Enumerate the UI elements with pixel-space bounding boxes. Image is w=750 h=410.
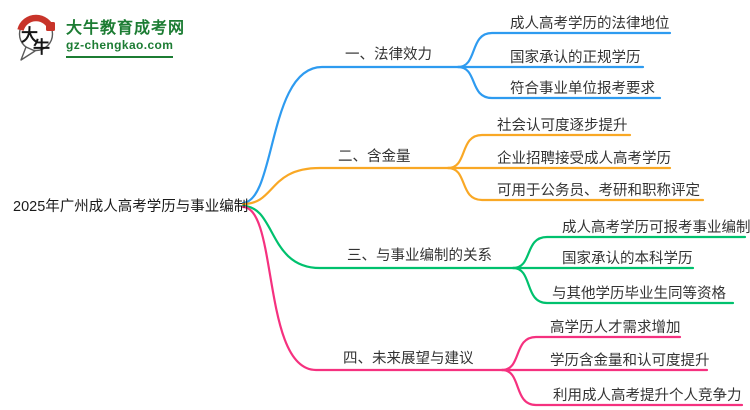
branch-1-label: 一、法律效力 bbox=[345, 46, 432, 63]
branch-4-leaf-1-label: 高学历人才需求增加 bbox=[550, 319, 681, 336]
site-domain: gz-chengkao.com bbox=[66, 38, 174, 58]
branch-2-lines bbox=[241, 133, 705, 206]
branch-2-leaf-1-curve bbox=[446, 133, 632, 170]
branch-3-lines bbox=[241, 204, 747, 305]
bull-char-niu: 牛 bbox=[33, 37, 50, 57]
root-topic-label: 2025年广州成人高考学历与事业编制 bbox=[13, 198, 248, 215]
branch-3-label: 三、与事业编制的关系 bbox=[347, 247, 492, 264]
logo-text-block: 大牛教育成考网 gz-chengkao.com bbox=[66, 13, 185, 58]
branch-2-leaf-3-label: 可用于公务员、考研和职称评定 bbox=[497, 182, 700, 199]
branch-1-leaf-2-label: 国家承认的正规学历 bbox=[510, 49, 641, 66]
daniu-bull-speech-bubble-icon: 大 牛 bbox=[17, 14, 55, 61]
branch-2-leaf-3-curve bbox=[446, 166, 705, 202]
bull-char-da: 大 bbox=[21, 25, 38, 45]
branch-3-main-curve bbox=[241, 204, 515, 270]
branch-1-leaf-1-label: 成人高考学历的法律地位 bbox=[510, 15, 670, 32]
branch-1-main-curve bbox=[241, 65, 460, 205]
speech-bubble-tail bbox=[20, 46, 36, 61]
site-name: 大牛教育成考网 bbox=[66, 20, 186, 37]
branch-4-leaf-3-label: 利用成人高考提升个人竞争力 bbox=[553, 386, 742, 404]
branch-2-main-curve bbox=[241, 166, 450, 206]
branch-1-leaf-3-label: 符合事业单位报考要求 bbox=[510, 80, 655, 97]
branch-4-leaf-2-label: 学历含金量和认可度提升 bbox=[550, 352, 710, 369]
site-logo[interactable]: 大 牛 大牛教育成考网 gz-chengkao.com bbox=[16, 13, 185, 65]
branch-3-leaf-2-label: 国家承认的本科学历 bbox=[562, 250, 693, 267]
branch-2-label: 二、含金量 bbox=[338, 148, 411, 165]
branch-1-lines bbox=[241, 31, 672, 205]
branch-4-leaf-1-curve bbox=[500, 335, 682, 372]
branch-3-leaf-1-label: 成人高考学历可报考事业编制 bbox=[562, 219, 750, 236]
branch-4-main-curve bbox=[241, 205, 504, 372]
branch-1-leaf-1-curve bbox=[456, 31, 672, 69]
branch-2-leaf-1-label: 社会认可度逐步提升 bbox=[497, 117, 628, 134]
branch-3-leaf-3-label: 与其他学历毕业生同等资格 bbox=[552, 284, 726, 302]
branch-2-leaf-2-label: 企业招聘接受成人高考学历 bbox=[497, 149, 671, 167]
branch-3-leaf-3-curve bbox=[511, 266, 735, 305]
branch-4-leaf-3-curve bbox=[500, 368, 744, 407]
branch-4-lines bbox=[241, 205, 744, 407]
branch-4-label: 四、未来展望与建议 bbox=[343, 350, 474, 367]
branch-1-leaf-3-curve bbox=[456, 65, 662, 100]
red-seal bbox=[46, 22, 55, 31]
